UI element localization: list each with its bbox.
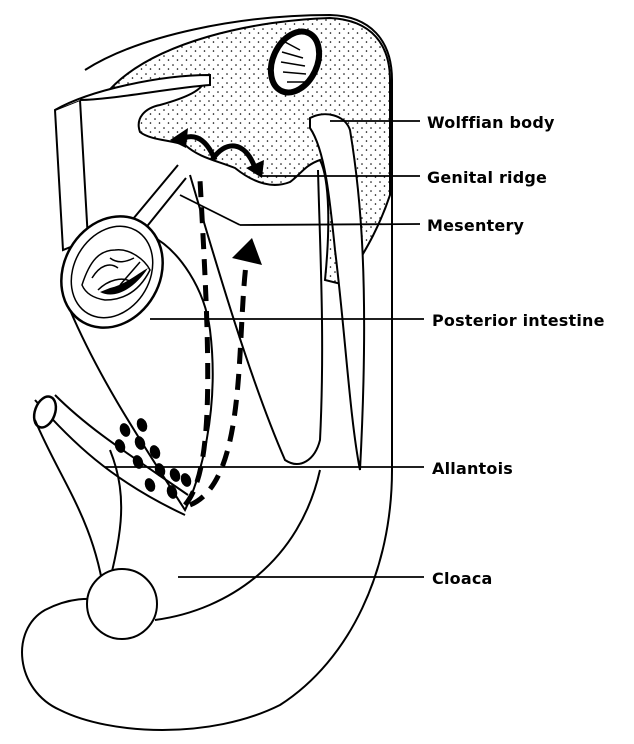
leader-mesentery-2 — [240, 224, 420, 225]
migration-path-left — [185, 180, 208, 505]
label-allantois: Allantois — [432, 459, 513, 478]
wolffian-duct — [310, 114, 364, 470]
tail-inner-curve — [155, 470, 320, 620]
label-posterior-intestine: Posterior intestine — [432, 311, 605, 330]
allantois-lower-curve — [35, 420, 105, 600]
migration-arrowhead-right — [232, 238, 262, 265]
body-wall-section — [55, 100, 88, 250]
label-genital-ridge: Genital ridge — [427, 168, 547, 187]
label-wolffian-body: Wolffian body — [427, 113, 555, 132]
cloacal-membrane — [87, 569, 157, 639]
label-cloaca: Cloaca — [432, 569, 493, 588]
leader-mesentery — [180, 195, 240, 225]
allantois-opening — [30, 394, 60, 431]
label-mesentery: Mesentery — [427, 216, 524, 235]
